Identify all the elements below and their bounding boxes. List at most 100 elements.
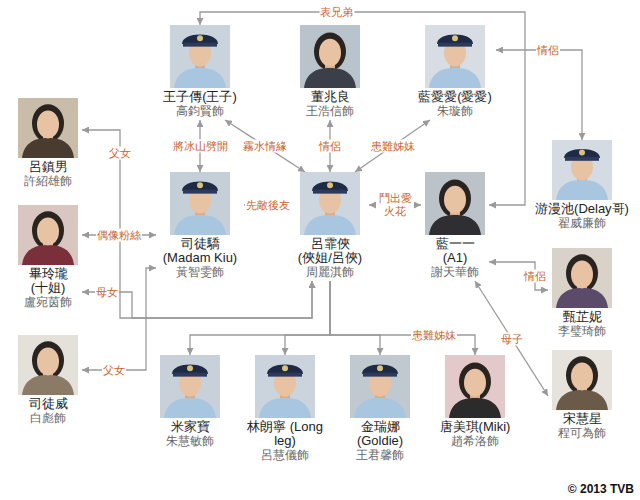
character-name: 王子傳(王子) <box>163 90 237 104</box>
shoulders <box>556 390 608 410</box>
shoulders <box>22 245 74 265</box>
character-card: 米家寶朱慧敏飾 <box>156 355 224 450</box>
photo-ground <box>552 248 612 308</box>
shoulders <box>556 180 608 200</box>
actor-credit: 程可為飾 <box>558 426 606 440</box>
relation-label: 父女 <box>102 364 126 377</box>
photo-ground <box>18 98 78 158</box>
cap-badge <box>377 365 383 371</box>
relation-line <box>355 120 430 172</box>
relation-line <box>82 281 312 318</box>
character-card: 林朗寧 (Long leg)呂慧儀飾 <box>241 355 329 464</box>
cap-badge <box>282 365 288 371</box>
cap-badge <box>187 365 193 371</box>
shoulders <box>164 398 216 418</box>
actor-credit: 白彪飾 <box>30 411 66 425</box>
portrait-photo <box>18 335 78 395</box>
cap-badge <box>197 182 203 188</box>
face <box>37 110 59 138</box>
relation-line <box>330 281 475 355</box>
character-name: 藍愛愛(愛愛) <box>418 90 492 104</box>
actor-credit: 盧宛茵飾 <box>24 295 72 309</box>
character-name: 林朗寧 (Long leg) <box>245 420 325 448</box>
hair <box>566 356 598 394</box>
actor-credit: 翟威廉飾 <box>558 216 606 230</box>
shoulders <box>354 398 406 418</box>
face <box>571 260 593 288</box>
character-name: 甄芷妮 <box>563 310 602 324</box>
character-name: 呂霏俠 (俠姐/呂俠) <box>295 237 365 265</box>
face <box>37 347 59 375</box>
photo-ground <box>18 335 78 395</box>
actor-credit: 王浩信飾 <box>306 104 354 118</box>
photo-ground <box>300 25 360 88</box>
shoulders <box>304 215 356 235</box>
shoulders <box>22 375 74 395</box>
cap-band <box>565 157 599 161</box>
character-card: 畢玲瓏 (十姐)盧宛茵飾 <box>14 205 82 311</box>
portrait-photo <box>300 172 360 235</box>
relation-line <box>190 281 330 355</box>
actor-credit: 謝天華飾 <box>431 265 479 279</box>
shoulders <box>429 215 481 235</box>
shoulders <box>449 398 501 418</box>
actor-credit: 周麗淇飾 <box>306 265 354 279</box>
police-cap <box>564 149 600 158</box>
police-cap <box>312 181 348 190</box>
relation-label: 情侶 <box>523 270 547 283</box>
relation-line <box>285 281 330 355</box>
character-name: 呂鎮男 <box>29 160 68 174</box>
photo-ground <box>300 172 360 235</box>
character-name: 司徒驕 (Madam Kiu) <box>160 237 240 265</box>
face <box>464 369 486 397</box>
actor-credit: 許紹雄飾 <box>24 174 72 188</box>
face <box>319 39 341 67</box>
relation-label: 表兄弟 <box>319 6 354 19</box>
actor-credit: 高鈞賢飾 <box>176 104 224 118</box>
relation-line <box>329 120 330 172</box>
character-name: 畢玲瓏 (十姐) <box>23 267 73 295</box>
actor-credit: 黃智雯飾 <box>176 265 224 279</box>
copyright-note: © 2013 TVB <box>568 482 634 496</box>
relation-label: 情侶 <box>318 140 342 153</box>
portrait-photo <box>18 205 78 265</box>
photo-ground <box>255 355 315 418</box>
character-name: 游漫池(Delay哥) <box>535 202 629 216</box>
character-card: 王子傳(王子)高鈞賢飾 <box>159 25 241 120</box>
police-cap <box>437 34 473 43</box>
relation-label: 母子 <box>500 332 524 345</box>
relation-line <box>82 130 312 318</box>
photo-ground <box>170 172 230 235</box>
hair <box>32 211 64 249</box>
police-cap <box>267 364 303 373</box>
portrait-photo <box>300 25 360 88</box>
relation-label: 鬥出愛 火花 <box>376 192 414 218</box>
relation-label: 母女 <box>95 286 119 299</box>
character-name: 董兆良 <box>311 90 350 104</box>
character-card: 呂霏俠 (俠姐/呂俠)周麗淇飾 <box>291 172 369 281</box>
cap-badge <box>197 35 203 41</box>
portrait-photo <box>350 355 410 418</box>
shoulders <box>174 215 226 235</box>
cap-band <box>438 43 472 47</box>
cap-badge <box>579 150 585 156</box>
actor-credit: 呂慧儀飾 <box>261 448 309 462</box>
cap-band <box>313 190 347 194</box>
character-card: 董兆良王浩信飾 <box>296 25 364 120</box>
connector-group <box>82 12 582 396</box>
character-name: 藍一一 (A1) <box>430 237 480 265</box>
character-card: 金瑞娜 (Goldie)王君馨飾 <box>336 355 424 464</box>
relation-label: 先敵後友 <box>245 199 291 212</box>
actor-credit: 趙希洛飾 <box>451 434 499 448</box>
character-card: 藍一一 (A1)謝天華飾 <box>421 172 489 281</box>
cap-band <box>363 373 397 377</box>
photo-ground <box>160 355 220 418</box>
photo-ground <box>18 205 78 265</box>
cap-band <box>268 373 302 377</box>
portrait-photo <box>445 355 505 418</box>
shoulders <box>429 68 481 88</box>
police-cap <box>182 34 218 43</box>
character-card: 唐美琪(Miki)趙希洛飾 <box>436 355 515 450</box>
hair <box>459 362 491 400</box>
